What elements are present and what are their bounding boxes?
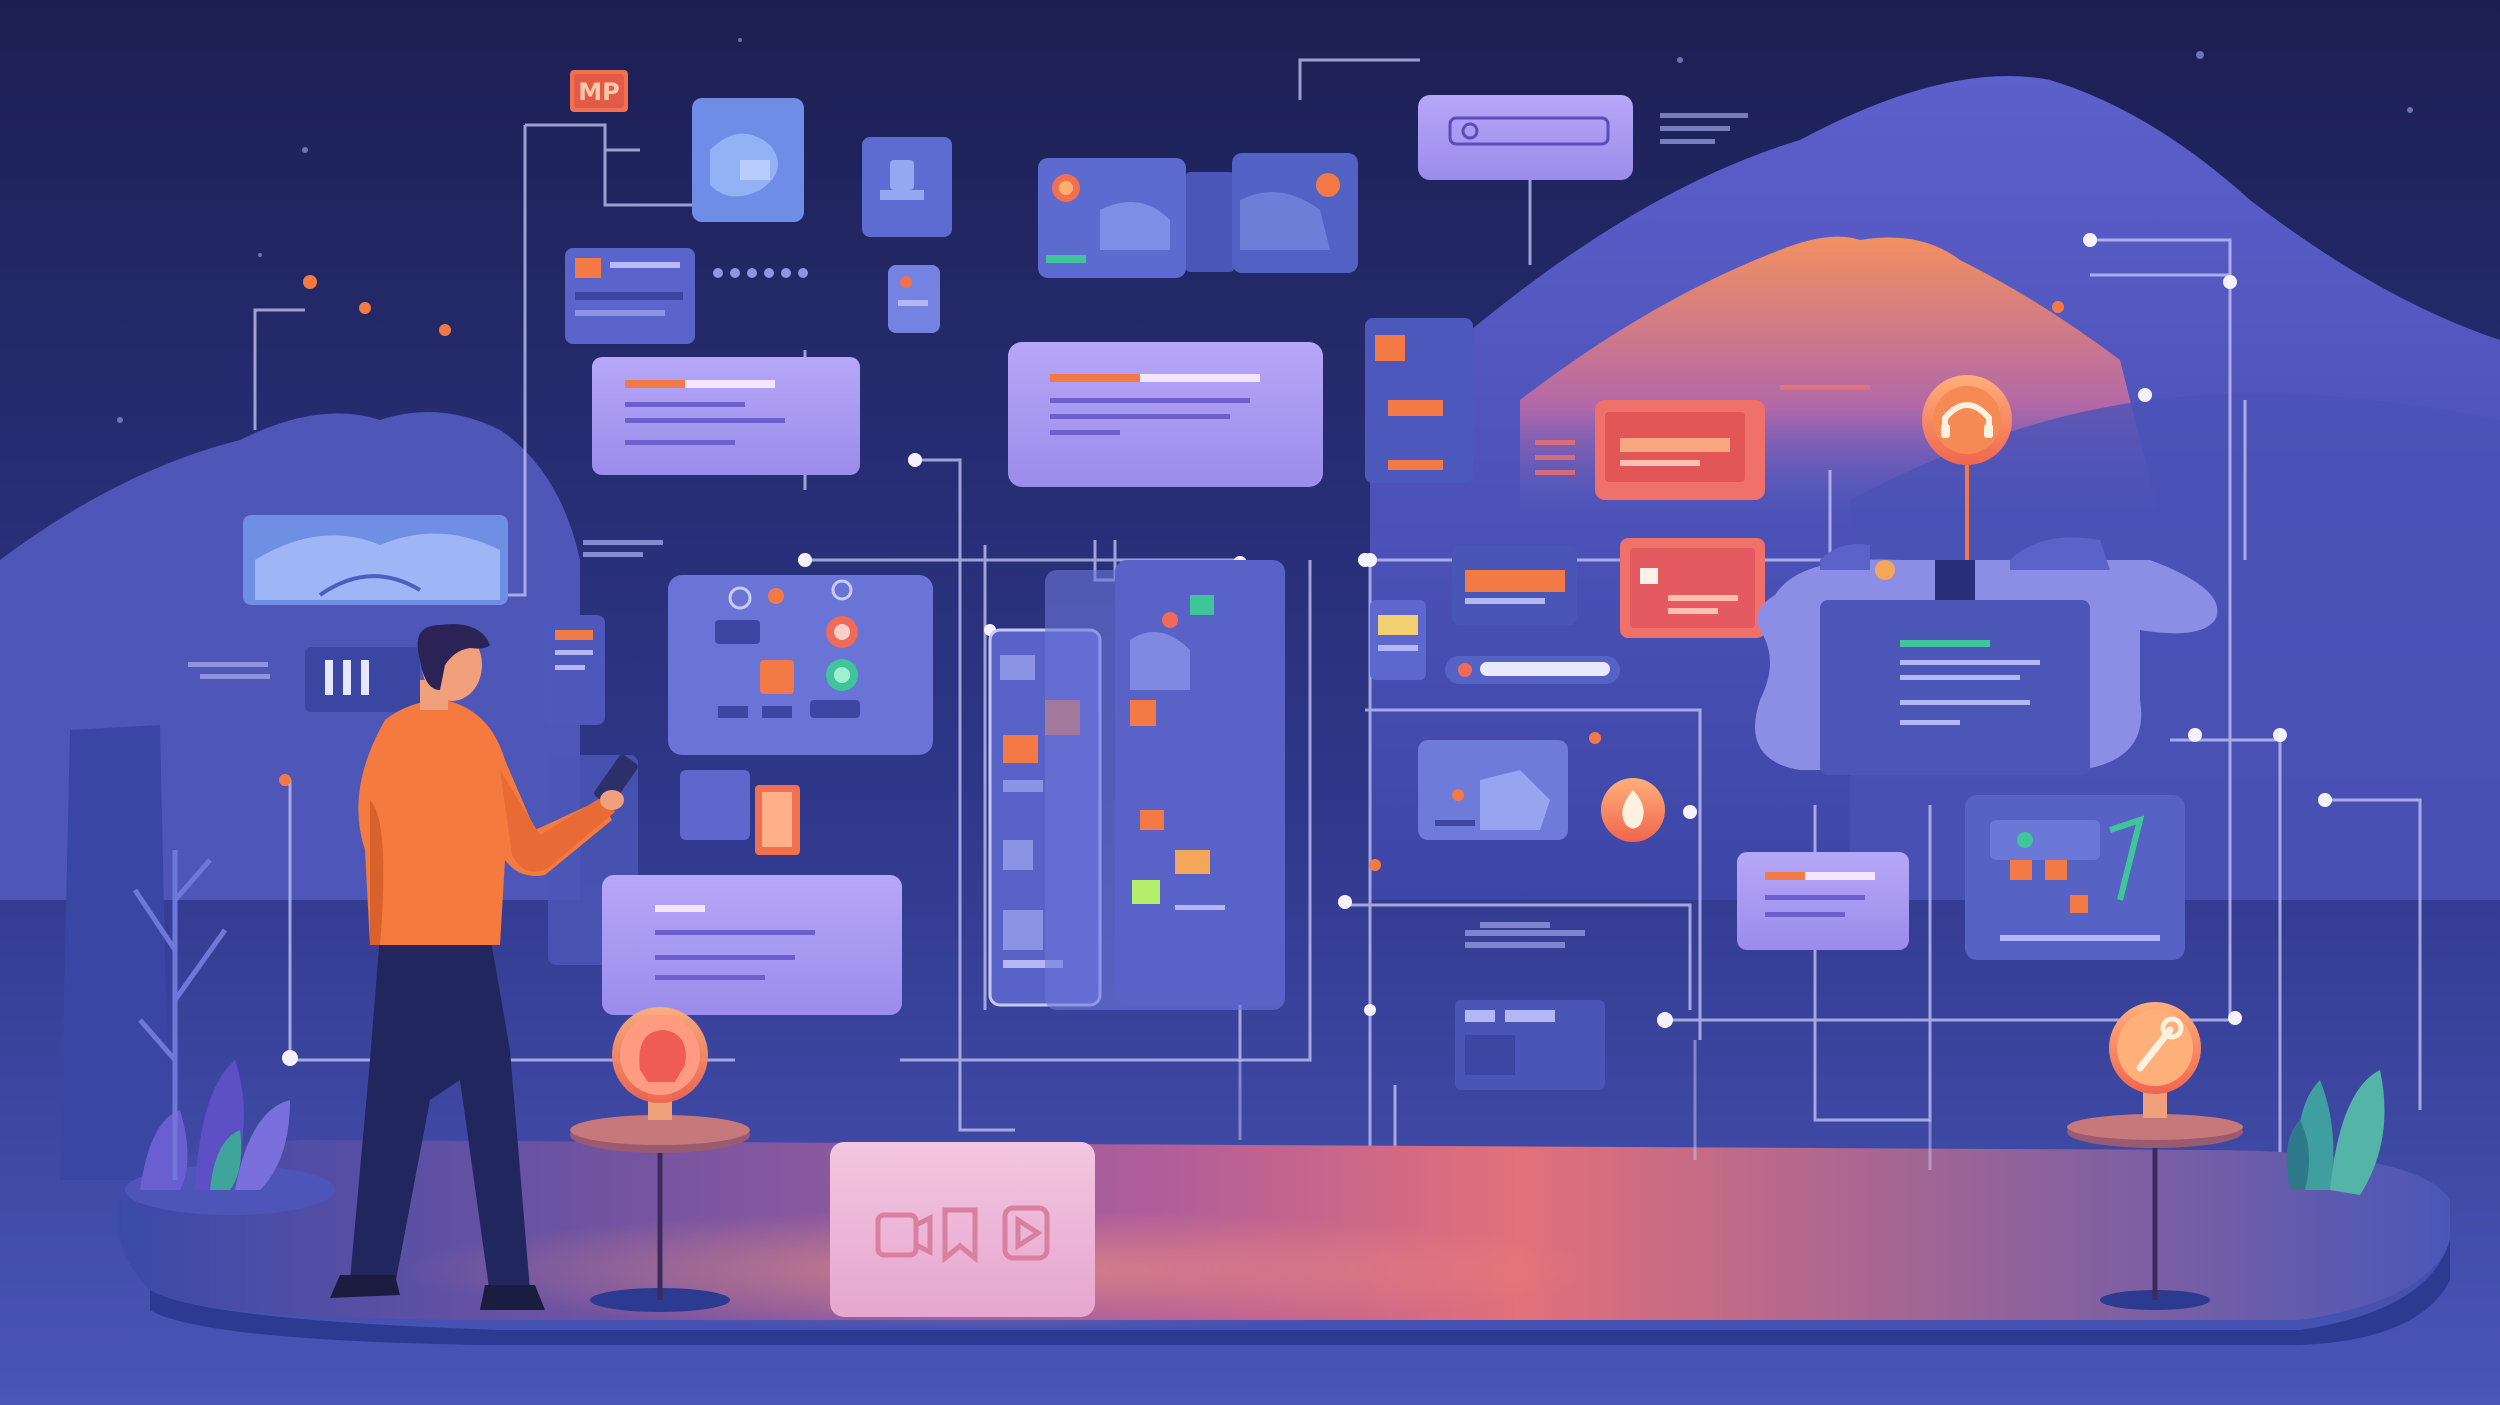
person-arm <box>500 770 615 872</box>
landscape-card <box>243 515 508 605</box>
bare-tree <box>132 850 228 1180</box>
orange-bar-card <box>1452 545 1577 625</box>
video-icon <box>875 1212 933 1258</box>
dot-row <box>713 268 808 278</box>
person-shirt-shade <box>370 800 384 945</box>
text-lines-far-left <box>188 662 270 679</box>
headphones-orb <box>1922 375 2012 560</box>
connection-nodes <box>282 233 2332 1066</box>
text-lines-mid-left <box>583 540 663 557</box>
text-lines-red-label <box>1535 385 1870 475</box>
floor-lines <box>1238 1040 1932 1170</box>
text-lines-top-right <box>1660 113 1748 144</box>
person-head-icon <box>639 1030 686 1082</box>
phone-card <box>545 615 605 725</box>
mini-grid-card <box>1455 1000 1605 1090</box>
small-chip-card <box>888 265 940 333</box>
orb-stand-right <box>2067 1002 2243 1310</box>
person-hand <box>600 790 624 810</box>
small-badge-card <box>1370 600 1426 680</box>
robot-card <box>862 137 952 237</box>
person-shoe-left <box>330 1275 400 1298</box>
tablet-card-right <box>1045 560 1285 1010</box>
info-card-light-center <box>1008 342 1323 487</box>
play-icon <box>1002 1205 1050 1261</box>
bookmark-icon <box>942 1207 978 1264</box>
orb-stand-left <box>570 1007 750 1312</box>
cliff-left <box>60 725 170 1180</box>
red-form-card <box>1595 400 1765 500</box>
chart-card-center-right <box>1418 740 1568 840</box>
info-card-light-left <box>592 357 860 475</box>
person-shirt <box>358 700 612 945</box>
person-figure <box>330 624 638 1310</box>
search-bar-card <box>1418 95 1633 180</box>
info-card-light-bottom <box>602 875 902 1015</box>
floating-island <box>1755 537 2218 775</box>
person-hair <box>417 624 490 690</box>
dashboard-card-top-right <box>1186 153 1358 273</box>
flame-icon <box>1622 790 1644 829</box>
logo-badge: MP <box>570 70 628 112</box>
app-card-right <box>1965 795 2185 960</box>
bar-chart-card <box>305 647 420 712</box>
media-card <box>830 1142 1095 1317</box>
info-card-light-right <box>1737 852 1909 950</box>
person-shoe-right <box>480 1285 545 1310</box>
right-plants <box>2286 1070 2385 1195</box>
red-card <box>1620 538 1765 638</box>
person-legs <box>350 935 530 1295</box>
progress-pill <box>1445 656 1620 684</box>
flame-orb <box>1601 778 1665 842</box>
dashboard-card-top-left <box>1038 158 1186 278</box>
control-panel-card <box>668 575 933 755</box>
headphones-icon <box>1942 402 1992 432</box>
text-lines-center-right <box>1465 922 1585 948</box>
logo-text: MP <box>578 78 619 106</box>
account-card <box>565 248 695 344</box>
map-card-top <box>692 98 804 222</box>
floor-front-edge <box>150 1240 2450 1345</box>
orange-list-card <box>1365 318 1473 483</box>
